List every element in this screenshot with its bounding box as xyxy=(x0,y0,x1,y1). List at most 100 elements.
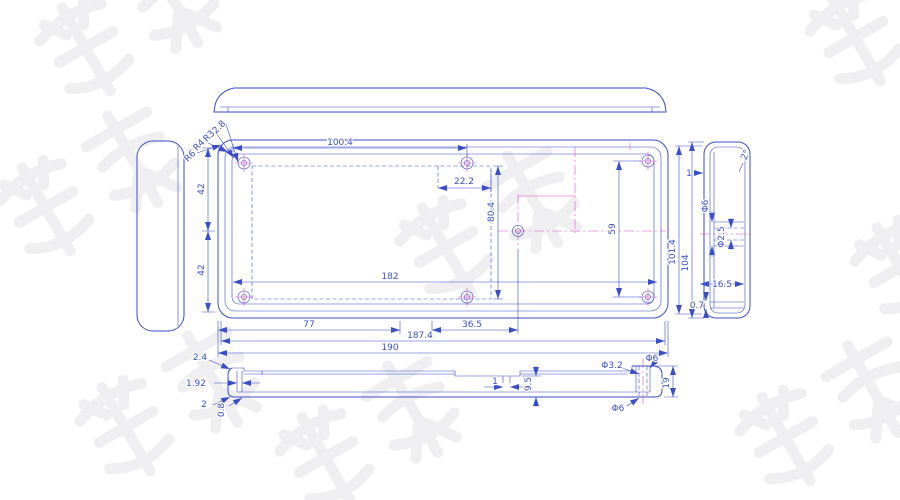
leader-line xyxy=(205,141,229,153)
screw-boss xyxy=(235,288,253,306)
dim-label: 182 xyxy=(381,272,398,282)
dim-label: 22.2 xyxy=(454,177,474,187)
dim-59: 59 xyxy=(607,160,641,298)
construction-centerlines xyxy=(498,143,666,248)
dim-dia3-2: Φ3.2 xyxy=(600,360,640,375)
dim-dia2-5: Φ2.5 xyxy=(716,218,734,250)
dim-19: 19 xyxy=(654,365,678,398)
dim-80-4: 80.4 xyxy=(486,165,503,300)
dim-22-2: 22.2 xyxy=(438,170,492,192)
leader-line xyxy=(228,397,243,407)
dim-label: 1 xyxy=(686,169,692,179)
boss-center-cross xyxy=(458,288,476,306)
cover-outline xyxy=(213,87,667,113)
dim-2: 2 xyxy=(200,396,231,411)
dim-77: 77 xyxy=(217,319,401,334)
dim-label: 19 xyxy=(662,377,672,389)
inner-wall xyxy=(231,153,655,305)
dim-dia6-bottom: Φ6 xyxy=(610,397,640,415)
dim-label: 1.92 xyxy=(186,379,206,389)
section-outline xyxy=(703,141,751,319)
boss-center-cross xyxy=(235,154,253,172)
ext-line xyxy=(220,321,666,345)
dim-label: 59 xyxy=(608,223,618,235)
watermark-mark xyxy=(390,138,589,311)
leader-line xyxy=(225,123,239,163)
dim-label: 190 xyxy=(381,343,398,353)
screw-boss xyxy=(235,154,253,172)
watermark-mark xyxy=(0,98,189,271)
right-section-view xyxy=(700,141,754,319)
watermark-mark xyxy=(270,348,469,500)
end-view-outline xyxy=(136,140,185,332)
dim-label: Φ3.2 xyxy=(601,361,622,371)
dim-0-7: 0.7 xyxy=(689,292,709,318)
bottom-lip-lines xyxy=(710,301,744,309)
watermark-mark xyxy=(800,0,900,100)
leader-line xyxy=(212,396,231,406)
top-cover-view xyxy=(213,87,667,113)
dim-label: 0.8 xyxy=(217,403,227,418)
dim-label: Φ6 xyxy=(612,404,625,414)
leader-line xyxy=(626,397,640,407)
dim-182: 182 xyxy=(233,271,657,285)
dim-104: 104 xyxy=(680,141,704,319)
watermark-mark xyxy=(30,0,229,110)
dim-101-4: 101.4 xyxy=(667,145,702,315)
dim-label: 2 xyxy=(201,400,207,410)
bottom-section-view xyxy=(227,358,663,404)
boss-center-cross xyxy=(639,152,657,170)
screw-boss xyxy=(458,288,476,306)
screw-boss xyxy=(639,152,657,170)
dim-label: 1 xyxy=(492,377,498,387)
dim-1-92: 1.92 xyxy=(185,378,260,390)
cover-end-ticks xyxy=(227,107,653,112)
pcb-outline xyxy=(251,165,492,300)
section-inner-wall xyxy=(709,146,746,314)
screw-boss xyxy=(639,288,657,306)
dim-wall-1: 1 xyxy=(685,168,703,180)
ext-line xyxy=(202,147,215,313)
left-wall-lines xyxy=(236,371,243,392)
dim-label: 2.4 xyxy=(193,353,208,363)
leader-line xyxy=(621,367,640,375)
dim-label: 2° xyxy=(739,148,752,162)
dim-label: 101.4 xyxy=(668,239,678,265)
dim-label: 80.4 xyxy=(487,202,497,222)
boss-center-cross xyxy=(639,288,657,306)
dim-draft-angle: 2° xyxy=(738,147,754,173)
dim-label: 0.7 xyxy=(690,301,704,311)
dim-36-5: 36.5 xyxy=(431,249,519,334)
dim-42-pair: 42 42 xyxy=(196,147,215,313)
dim-label: Φ6 xyxy=(646,354,659,364)
dim-label: Φ2.5 xyxy=(717,226,727,247)
dim-dia6-top: Φ6 xyxy=(644,353,660,369)
dim-9-5: 9.5 xyxy=(522,366,541,407)
section-top-edge xyxy=(232,366,633,377)
dim-label: 16.5 xyxy=(712,280,732,290)
dim-label: 42 xyxy=(197,183,207,194)
dim-label: 36.5 xyxy=(462,320,482,330)
dim-187-4: 187.4 xyxy=(220,321,666,345)
dim-label: 104 xyxy=(681,254,691,271)
dim-190: 190 xyxy=(217,321,669,357)
dim-1-step: 1 xyxy=(484,376,529,390)
outer-wall xyxy=(217,139,669,319)
leader-line xyxy=(738,162,744,173)
section-outer-outline xyxy=(227,365,663,398)
dim-label: 42 xyxy=(197,264,207,275)
dim-16-5: 16.5 xyxy=(700,279,744,291)
left-end-view xyxy=(136,140,185,332)
leader-line xyxy=(208,359,231,370)
dim-label: 100.4 xyxy=(327,138,353,148)
dim-label: 9.5 xyxy=(524,377,534,391)
leader-line xyxy=(215,132,235,159)
dim-label: Φ6 xyxy=(701,199,711,212)
ext-line xyxy=(217,321,669,357)
watermark-mark xyxy=(70,318,269,491)
watermark-mark xyxy=(845,158,900,331)
watermark-mark xyxy=(730,328,900,500)
